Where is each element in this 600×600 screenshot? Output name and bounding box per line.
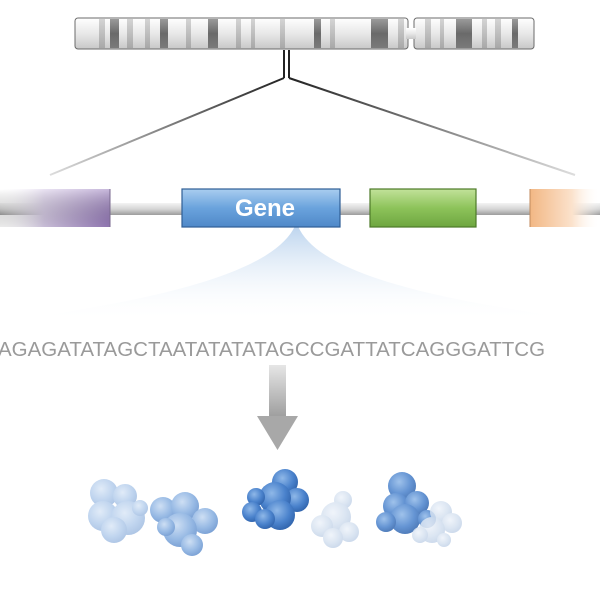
neighbor-gene-right xyxy=(530,189,600,227)
dna-sequence: AGAGATATAGCTAATATATATAGCCGATTATCAGGGATTC… xyxy=(0,338,545,361)
dna-strand: Gene xyxy=(0,188,600,228)
zoom-lines xyxy=(49,50,576,176)
protein-blob-icon xyxy=(376,472,436,534)
protein-blob-icon xyxy=(311,491,359,548)
gene-label: Gene xyxy=(235,195,295,222)
chromosome-icon xyxy=(74,17,535,50)
protein-blob-icon xyxy=(88,479,148,543)
protein-group xyxy=(88,469,462,556)
protein-blob-icon xyxy=(412,501,462,547)
protein-blob-icon xyxy=(242,469,309,530)
protein-blob-icon xyxy=(150,492,218,556)
neighbor-gene-green xyxy=(369,188,477,228)
gene-box xyxy=(181,188,341,228)
gene-expansion-fan xyxy=(0,226,600,322)
down-arrow-icon xyxy=(257,365,298,450)
